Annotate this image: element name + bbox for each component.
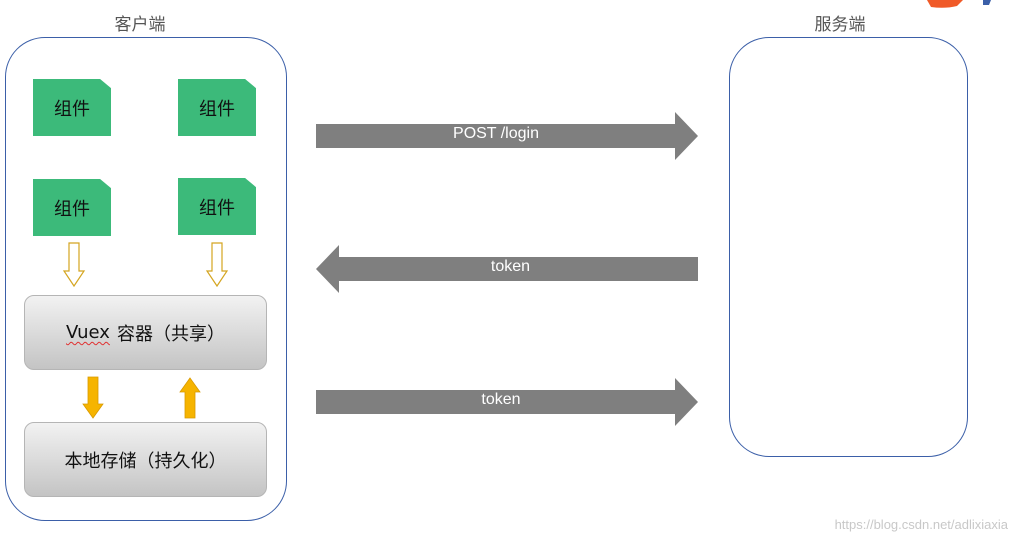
component-label: 组件 — [199, 197, 235, 219]
hollow-arrow-down-right — [205, 242, 229, 288]
solid-arrow-down — [82, 376, 104, 419]
component-note-1: 组件 — [33, 79, 111, 136]
request-arrow-right — [316, 112, 698, 160]
server-panel — [729, 37, 968, 457]
component-note-2: 组件 — [178, 79, 256, 136]
client-title: 客户端 — [114, 15, 166, 35]
local-storage-box: 本地存储（持久化） — [24, 422, 267, 497]
component-label: 组件 — [54, 198, 90, 220]
request-arrow-label: POST /login — [453, 125, 539, 142]
component-label: 组件 — [54, 98, 90, 120]
watermark-text: https://blog.csdn.net/adlixiaxia — [834, 517, 1008, 532]
server-title: 服务端 — [814, 15, 866, 35]
corner-logo-fragment — [927, 0, 991, 8]
hollow-arrow-down-left — [62, 242, 86, 288]
token-arrow-label: token — [481, 391, 521, 408]
solid-arrow-up — [179, 377, 201, 419]
component-note-3: 组件 — [33, 179, 111, 236]
vuex-name: Vuex — [66, 322, 110, 343]
component-label: 组件 — [199, 98, 235, 120]
vuex-store-box: Vuex 容器（共享） — [24, 295, 267, 370]
response-arrow-label: token — [490, 258, 531, 275]
local-storage-label: 本地存储（持久化） — [64, 450, 227, 472]
response-arrow-left — [316, 245, 698, 293]
vuex-label: 容器（共享） — [116, 323, 225, 345]
token-arrow-right — [316, 378, 698, 426]
component-note-4: 组件 — [178, 178, 256, 235]
